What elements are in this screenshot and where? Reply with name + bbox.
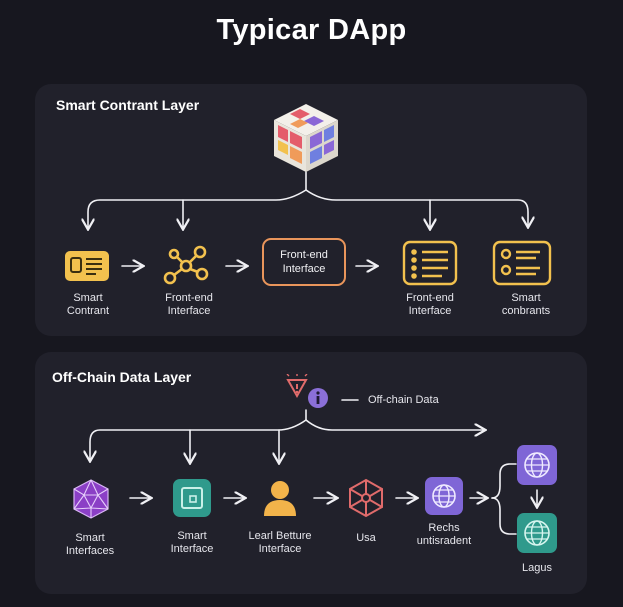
list-panel-icon — [402, 240, 458, 286]
info-icon — [306, 386, 330, 410]
user-icon — [262, 478, 298, 518]
bottom-node-4-label: Usa — [356, 532, 376, 544]
chip-icon — [172, 478, 212, 518]
globe-stack-icon — [516, 444, 558, 486]
alert-shield-icon — [284, 373, 310, 400]
smart-contract-layer-title: Smart Contrant Layer — [56, 97, 200, 113]
hexagon-network-icon — [346, 476, 386, 520]
teal-globe-icon — [516, 512, 558, 554]
off-chain-data-label: Off-chain Data — [368, 394, 439, 406]
page-title: Typicar DApp — [216, 14, 407, 46]
globe-icon — [424, 476, 464, 516]
bottom-node-6-label: Lagus — [522, 562, 552, 574]
network-nodes-icon — [160, 240, 212, 290]
contract-card-icon — [64, 250, 110, 282]
contract-list-icon — [492, 240, 552, 286]
polyhedron-icon — [70, 478, 112, 520]
cube-icon — [270, 100, 342, 176]
off-chain-data-layer-title: Off-Chain Data Layer — [52, 369, 192, 385]
